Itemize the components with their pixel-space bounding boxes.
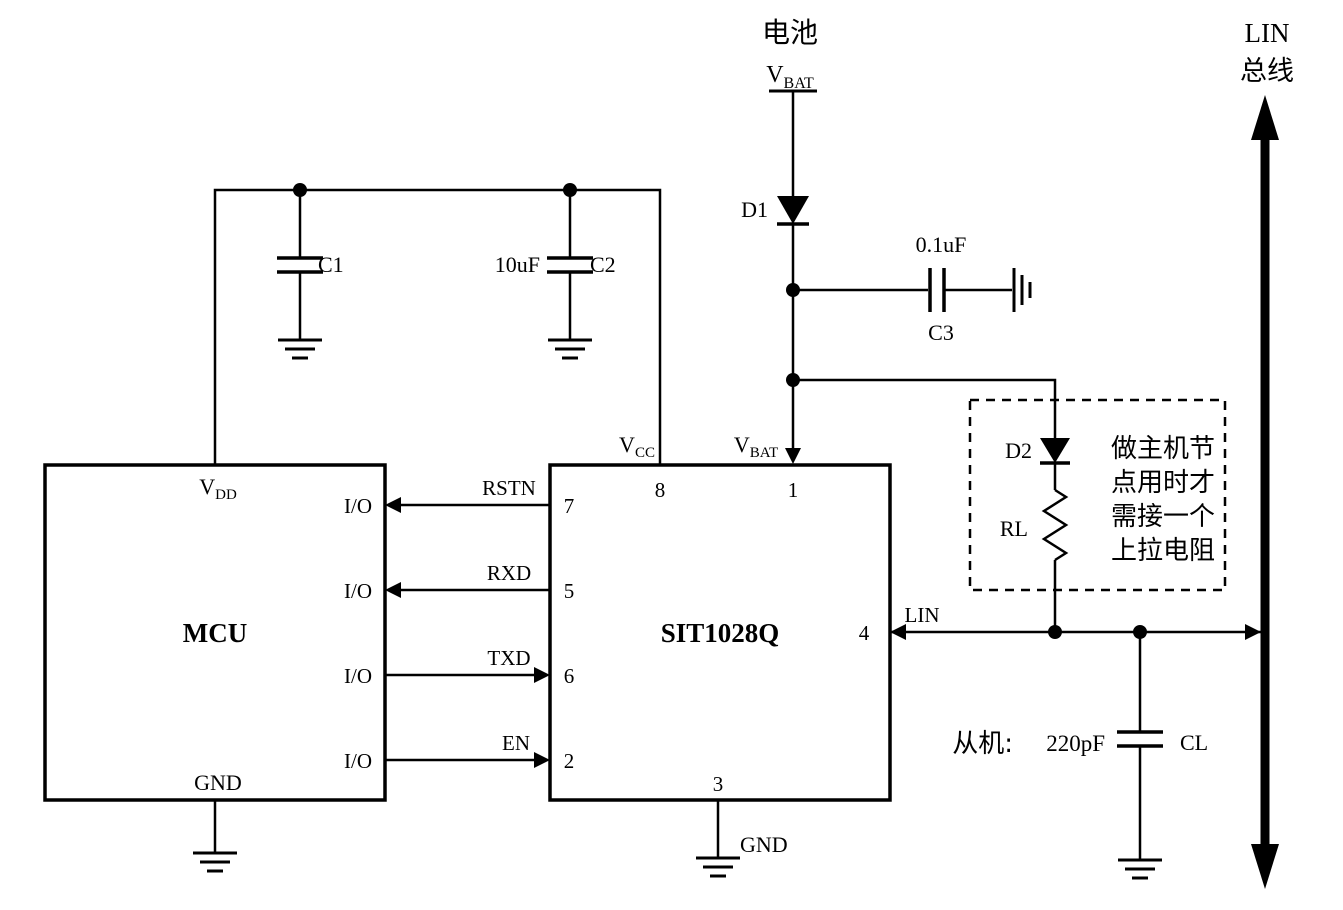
sit-vcc-sub: CC <box>635 445 655 461</box>
master-note-line4: 上拉电阻 <box>1111 536 1215 566</box>
capacitor-c2 <box>547 256 593 274</box>
vbat-v: V <box>766 62 784 88</box>
grounds <box>193 268 1162 880</box>
sit-vcc-label: VCC <box>619 432 655 461</box>
ground-c3-icon <box>1012 268 1032 312</box>
mcu-vdd-label: VDD <box>199 474 237 503</box>
sit-pin8: 8 <box>655 478 666 502</box>
lin-bus <box>1251 95 1279 889</box>
rl-label: RL <box>1000 516 1028 541</box>
mcu-io1-label: I/O <box>344 494 372 518</box>
sit-pin7: 7 <box>564 494 575 518</box>
mcu-vdd-v: V <box>199 474 215 499</box>
junction-dot <box>1048 625 1062 639</box>
arrow-txd-icon <box>534 667 550 683</box>
ground-c2-icon <box>548 338 592 360</box>
lin-bus-arrow-up-icon <box>1251 95 1279 140</box>
lin-signal-label: LIN <box>905 603 940 627</box>
sit-pin4: 4 <box>859 621 870 645</box>
txd-label: TXD <box>487 646 530 670</box>
master-note-line3: 需接一个 <box>1111 502 1215 532</box>
rstn-label: RSTN <box>482 476 536 500</box>
sit-pin3: 3 <box>713 772 724 796</box>
sit-pin2: 2 <box>564 749 575 773</box>
mcu-gnd-label: GND <box>194 770 242 795</box>
en-label: EN <box>502 731 530 755</box>
junction-dot <box>786 283 800 297</box>
d2-label: D2 <box>1005 438 1032 463</box>
sit-pin6: 6 <box>564 664 575 688</box>
c3-value: 0.1uF <box>916 232 967 257</box>
rxd-label: RXD <box>487 561 531 585</box>
arrow-en-icon <box>534 752 550 768</box>
ground-cl-icon <box>1118 858 1162 880</box>
capacitor-c3 <box>928 268 946 312</box>
c2-label: C2 <box>590 252 616 277</box>
sit1028q-box <box>548 463 892 802</box>
arrow-lin-left-icon <box>890 624 906 640</box>
master-note-line2: 点用时才 <box>1111 468 1215 498</box>
arrowheads <box>385 448 1261 768</box>
arrow-rxd-icon <box>385 582 401 598</box>
ground-sit-icon <box>696 856 740 878</box>
junction-dot <box>563 183 577 197</box>
mcu-io2-label: I/O <box>344 579 372 603</box>
vbat-source-label: VBAT <box>766 62 814 92</box>
resistor-rl-icon <box>1041 488 1069 562</box>
wire-pullup-branch <box>793 378 1057 632</box>
c1-label: C1 <box>318 252 344 277</box>
mcu-io3-label: I/O <box>344 664 372 688</box>
sit-name: SIT1028Q <box>661 618 780 648</box>
cl-value: 220pF <box>1046 731 1105 756</box>
arrow-lin-right-icon <box>1245 624 1261 640</box>
arrow-vbat-icon <box>785 448 801 464</box>
wire-vdd-vcc-net <box>213 188 662 465</box>
c2-value: 10uF <box>495 252 540 277</box>
bus-label-line2: 总线 <box>1240 56 1294 87</box>
battery-label: 电池 <box>762 16 818 49</box>
sit-vbat-v: V <box>734 432 750 457</box>
sit-pin1: 1 <box>788 478 799 502</box>
junctions <box>293 183 1147 639</box>
diode-d2-icon <box>1040 438 1070 463</box>
sit-pin5: 5 <box>564 579 575 603</box>
lin-bus-arrow-down-icon <box>1251 844 1279 889</box>
capacitor-c1 <box>277 256 323 274</box>
diodes <box>777 196 1070 465</box>
sit-vbat-sub: BAT <box>750 445 778 461</box>
mcu-io4-label: I/O <box>344 749 372 773</box>
ground-mcu-icon <box>193 851 237 873</box>
junction-dot <box>293 183 307 197</box>
ground-c1-icon <box>278 338 322 360</box>
wires <box>213 89 1261 860</box>
c3-label: C3 <box>928 320 954 345</box>
capacitors <box>277 256 1163 748</box>
mcu-name: MCU <box>183 618 247 648</box>
capacitor-cl <box>1117 730 1163 748</box>
sit-gnd-label: GND <box>740 832 788 857</box>
sit-vbat-label: VBAT <box>734 432 778 461</box>
master-note-line1: 做主机节 <box>1111 434 1215 464</box>
slave-label: 从机: <box>952 729 1013 759</box>
junction-dot <box>1133 625 1147 639</box>
junction-dot <box>786 373 800 387</box>
bus-label-line1: LIN <box>1245 18 1290 48</box>
cl-label: CL <box>1180 730 1208 755</box>
mcu-vdd-sub: DD <box>215 487 237 503</box>
arrow-rstn-icon <box>385 497 401 513</box>
d1-label: D1 <box>741 197 768 222</box>
diode-d1-icon <box>777 196 809 224</box>
sit-vcc-v: V <box>619 432 635 457</box>
mcu-box <box>43 463 387 802</box>
vbat-sub: BAT <box>784 75 814 92</box>
